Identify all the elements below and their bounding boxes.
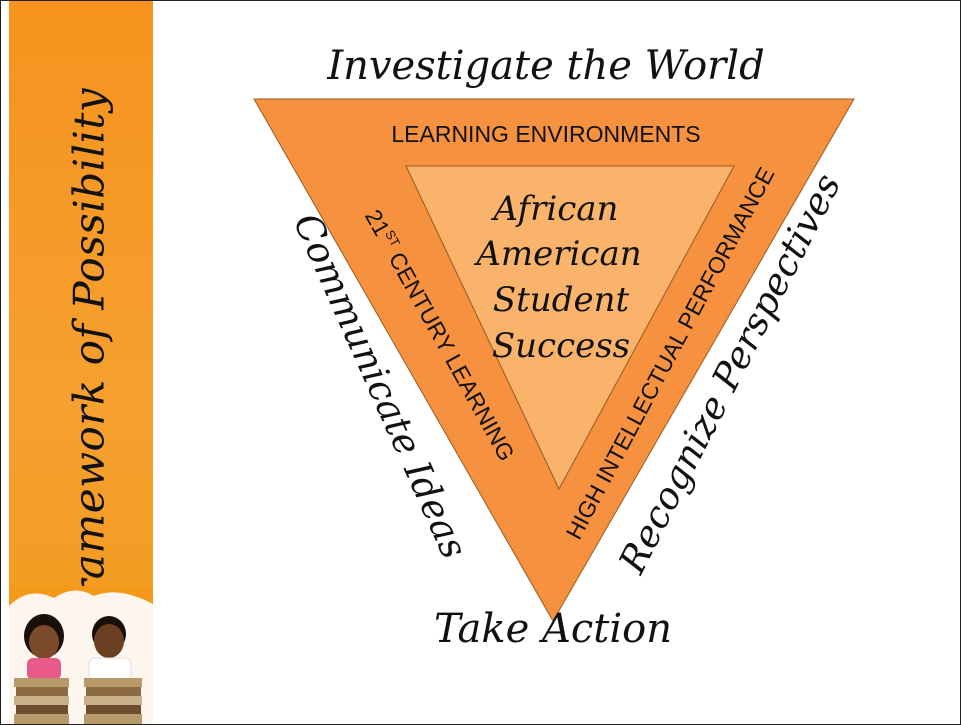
center-line-1: African [491,189,619,229]
center-line-4: Success [492,326,630,366]
take-action-label: Take Action [434,606,672,652]
center-line-2: American [473,234,641,274]
center-line-3: Student [493,280,630,320]
investigate-the-world-label: Investigate the World [326,43,764,89]
inner-triangle [405,165,735,491]
learning-environments-label: LEARNING ENVIRONMENTS [391,121,700,147]
children-photo [9,586,153,724]
